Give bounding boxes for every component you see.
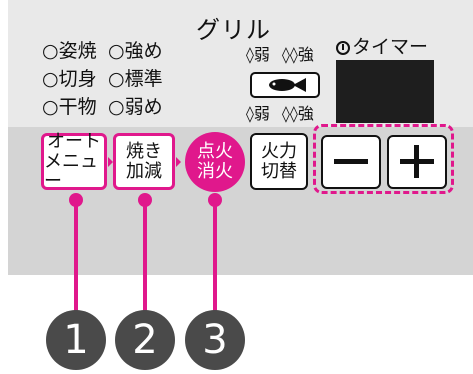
- callout-2: 2: [115, 310, 175, 370]
- heat-switch-button[interactable]: 火力 切替: [250, 133, 308, 190]
- heat-weak-top: ◊弱: [246, 45, 270, 64]
- callout-line-1: [74, 200, 78, 316]
- ignite-button[interactable]: 点火 消火: [185, 132, 245, 192]
- fish-icon: [269, 78, 306, 92]
- callout-line-3: [213, 200, 217, 316]
- fish-indicator: [250, 72, 320, 98]
- heat-switch-label-1: 火力: [261, 140, 297, 162]
- plus-icon: [400, 145, 434, 178]
- arrow-icon: [108, 157, 113, 167]
- option-standard: ○標準: [108, 68, 163, 90]
- timer-plus-button[interactable]: [387, 135, 447, 189]
- grill-adjust-button[interactable]: 焼き 加減: [113, 133, 175, 190]
- heat-weak-bottom: ◊弱: [246, 104, 270, 123]
- ignite-label-1: 点火: [197, 141, 233, 162]
- option-dried-fish: ○干物: [42, 96, 97, 118]
- option-fillet: ○切身: [42, 68, 97, 90]
- heat-switch-label-2: 切替: [261, 160, 297, 182]
- timer-label-text: タイマー: [352, 36, 429, 58]
- timer-display: [336, 60, 434, 123]
- adjust-label-2: 加減: [126, 160, 162, 182]
- ignite-label-2: 消火: [197, 161, 233, 182]
- auto-menu-label-1: オート: [47, 130, 101, 152]
- heat-strong-bottom: ◊◊強: [282, 104, 314, 123]
- callout-1: 1: [46, 310, 106, 370]
- timer-button-group: [313, 124, 454, 194]
- minus-icon: [334, 159, 368, 164]
- timer-minus-button[interactable]: [321, 135, 381, 189]
- option-strong: ○強め: [108, 40, 163, 62]
- callout-line-2: [143, 200, 147, 316]
- auto-menu-button[interactable]: オート メニュー: [41, 130, 107, 192]
- option-weak: ○弱め: [108, 96, 163, 118]
- heat-strong-top: ◊◊強: [282, 45, 314, 64]
- auto-menu-label-2: メニュー: [44, 150, 98, 192]
- adjust-label-1: 焼き: [126, 140, 162, 162]
- panel-title: グリル: [196, 16, 271, 44]
- callout-3: 3: [185, 310, 245, 370]
- minus-label: [326, 140, 327, 141]
- arrow-icon: [176, 157, 181, 167]
- clock-icon: [336, 40, 350, 55]
- timer-label: タイマー: [336, 32, 428, 59]
- option-whole-fish: ○姿焼: [42, 40, 97, 62]
